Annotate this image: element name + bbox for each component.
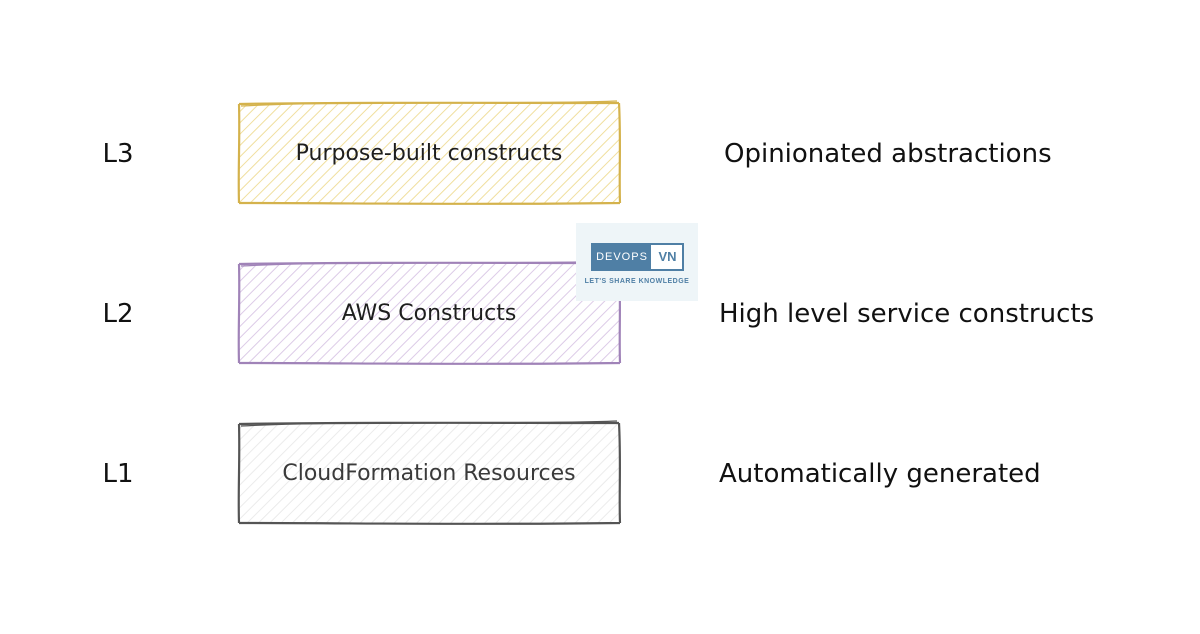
level-label: L3 — [102, 139, 134, 169]
level-description: Automatically generated — [719, 459, 1041, 489]
level-description: Opinionated abstractions — [724, 139, 1052, 169]
l3-box — [237, 100, 622, 205]
logo-right-text: VN — [658, 249, 677, 264]
logo-tagline: LET'S SHARE KNOWLEDGE — [584, 278, 690, 285]
level-description: High level service constructs — [719, 299, 1095, 329]
level-label: L2 — [102, 299, 134, 329]
box-label: AWS Constructs — [341, 301, 517, 326]
l1-box — [237, 420, 622, 525]
level-label: L1 — [102, 459, 134, 489]
box-label: Purpose-built constructs — [295, 141, 563, 166]
box-label: CloudFormation Resources — [282, 461, 576, 486]
l2-box — [237, 260, 622, 365]
logo-frame: DEVOPS VN — [591, 243, 684, 271]
devopsvn-logo: DEVOPS VN LET'S SHARE KNOWLEDGE — [576, 223, 698, 301]
logo-left-text: DEVOPS — [593, 245, 651, 269]
